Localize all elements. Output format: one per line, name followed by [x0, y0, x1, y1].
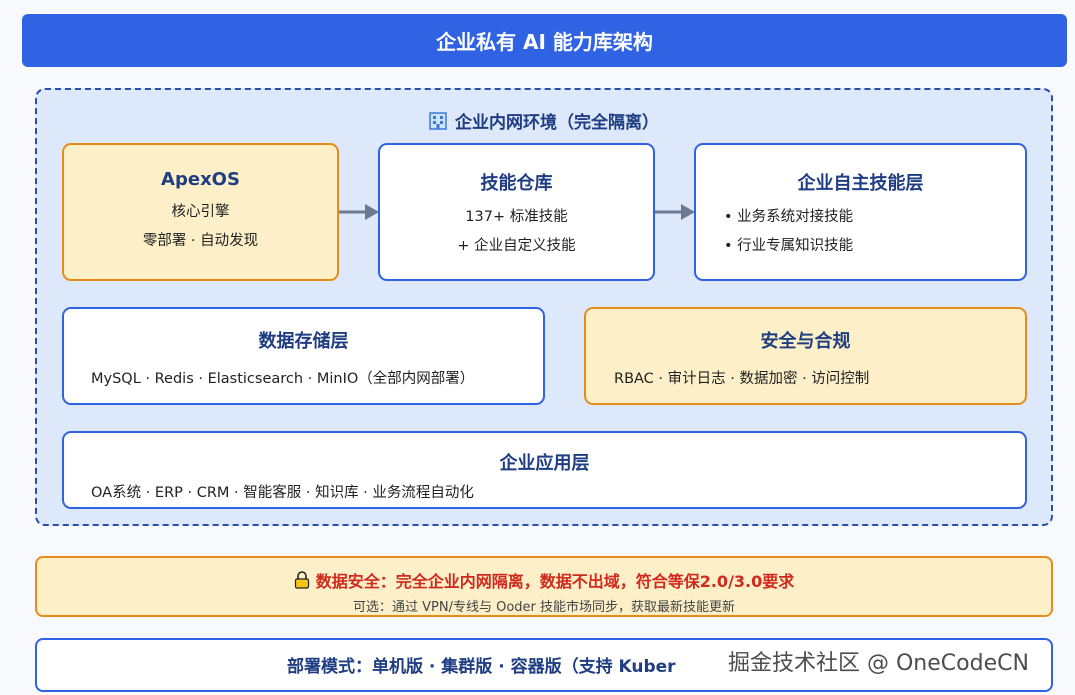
intranet-title-row: 企业内网环境（完全隔离） [37, 108, 1051, 133]
lock-icon [294, 571, 309, 589]
deploy-mode-banner: 部署模式：单机版 · 集群版 · 容器版（支持 Kuber [35, 638, 1053, 692]
data-storage-line: MySQL · Redis · Elasticsearch · MinIO（全部… [91, 371, 475, 387]
skill-repo-line-2: + 企业自定义技能 [457, 238, 576, 254]
arrow-apexos-to-repo [339, 204, 379, 220]
security-compliance-title: 安全与合规 [760, 331, 851, 352]
custom-skill-bullet-1: • 业务系统对接技能 [724, 209, 854, 225]
apexos-line-2: 零部署 · 自动发现 [142, 233, 259, 249]
data-storage-box: 数据存储层 MySQL · Redis · Elasticsearch · Mi… [62, 307, 545, 405]
custom-skill-bullet-2: • 行业专属知识技能 [724, 238, 854, 254]
intranet-title: 企业内网环境（完全隔离） [455, 113, 659, 133]
page-title: 企业私有 AI 能力库架构 [22, 14, 1067, 67]
skill-repo-box: 技能仓库 137+ 标准技能 + 企业自定义技能 [378, 143, 655, 281]
skill-repo-line-1: 137+ 标准技能 [465, 209, 568, 225]
custom-skill-layer-box: 企业自主技能层 • 业务系统对接技能 • 行业专属知识技能 [694, 143, 1027, 281]
data-security-sub: 可选：通过 VPN/专线与 Ooder 技能市场同步，获取最新技能更新 [352, 600, 735, 615]
building-icon [429, 111, 447, 130]
skill-repo-title: 技能仓库 [480, 173, 553, 194]
data-security-main: 数据安全：完全企业内网隔离，数据不出域，符合等保2.0/3.0要求 [315, 572, 795, 591]
data-security-banner: 数据安全：完全企业内网隔离，数据不出域，符合等保2.0/3.0要求 可选：通过 … [35, 556, 1053, 617]
arrow-repo-to-custom [655, 204, 695, 220]
apexos-title: ApexOS [161, 169, 240, 190]
data-storage-title: 数据存储层 [258, 331, 349, 352]
deploy-mode-text: 部署模式：单机版 · 集群版 · 容器版（支持 Kuber [287, 657, 676, 677]
watermark: 掘金技术社区 @ OneCodeCN [728, 651, 1029, 676]
custom-skill-layer-title: 企业自主技能层 [797, 173, 924, 194]
apexos-line-1: 核心引擎 [171, 204, 230, 220]
enterprise-app-layer-title: 企业应用层 [499, 453, 590, 474]
enterprise-app-layer-line: OA系统 · ERP · CRM · 智能客服 · 知识库 · 业务流程自动化 [91, 485, 474, 501]
security-compliance-box: 安全与合规 RBAC · 审计日志 · 数据加密 · 访问控制 [584, 307, 1027, 405]
security-compliance-line: RBAC · 审计日志 · 数据加密 · 访问控制 [614, 371, 870, 387]
enterprise-app-layer-box: 企业应用层 OA系统 · ERP · CRM · 智能客服 · 知识库 · 业务… [62, 431, 1027, 509]
data-security-main-row: 数据安全：完全企业内网隔离，数据不出域，符合等保2.0/3.0要求 [37, 568, 1051, 592]
apexos-box: ApexOS 核心引擎 零部署 · 自动发现 [62, 143, 339, 281]
